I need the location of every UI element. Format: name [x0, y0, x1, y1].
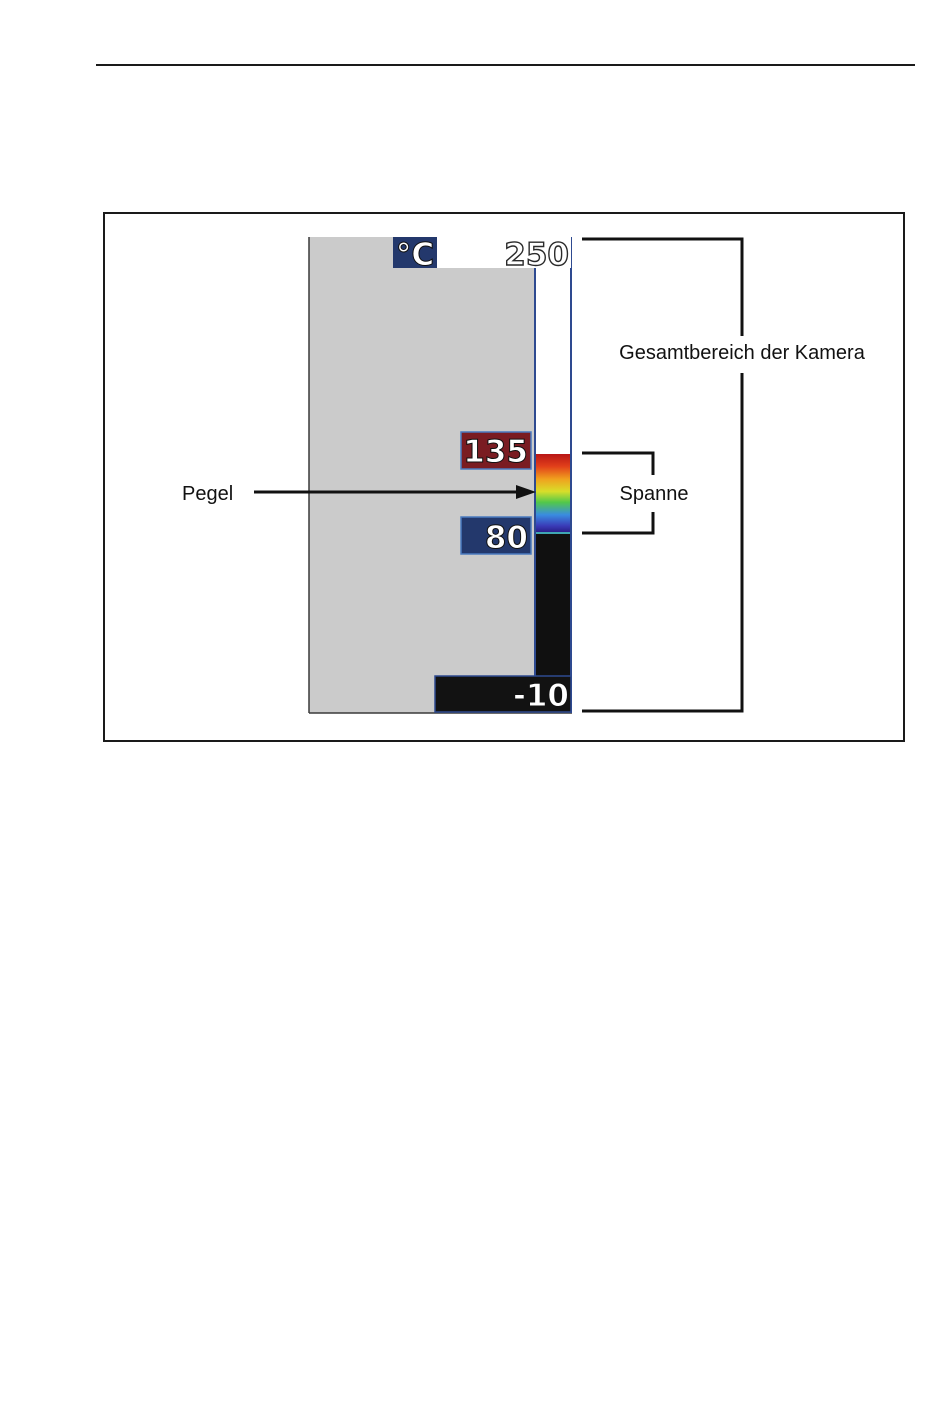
level-label: Pegel: [182, 483, 233, 505]
span-max-value: 135: [463, 434, 528, 470]
span-min-value: 80: [485, 520, 528, 556]
range-max-value: 250: [504, 237, 569, 273]
span-label: Spanne: [620, 483, 689, 505]
range-min-value: -10: [513, 678, 569, 714]
span-bracket-upper: [582, 453, 653, 475]
scale-column-upper: [535, 268, 571, 454]
total-range-bracket-lower: [582, 373, 742, 711]
total-range-label: Gesamtbereich der Kamera: [619, 342, 866, 364]
span-bracket-lower: [582, 512, 653, 533]
scale-column-lower: [535, 532, 571, 676]
camera-screen-area: [309, 237, 535, 713]
unit-label: °C: [396, 237, 434, 273]
palette-bar: [535, 454, 571, 532]
total-range-bracket-upper: [582, 239, 742, 336]
